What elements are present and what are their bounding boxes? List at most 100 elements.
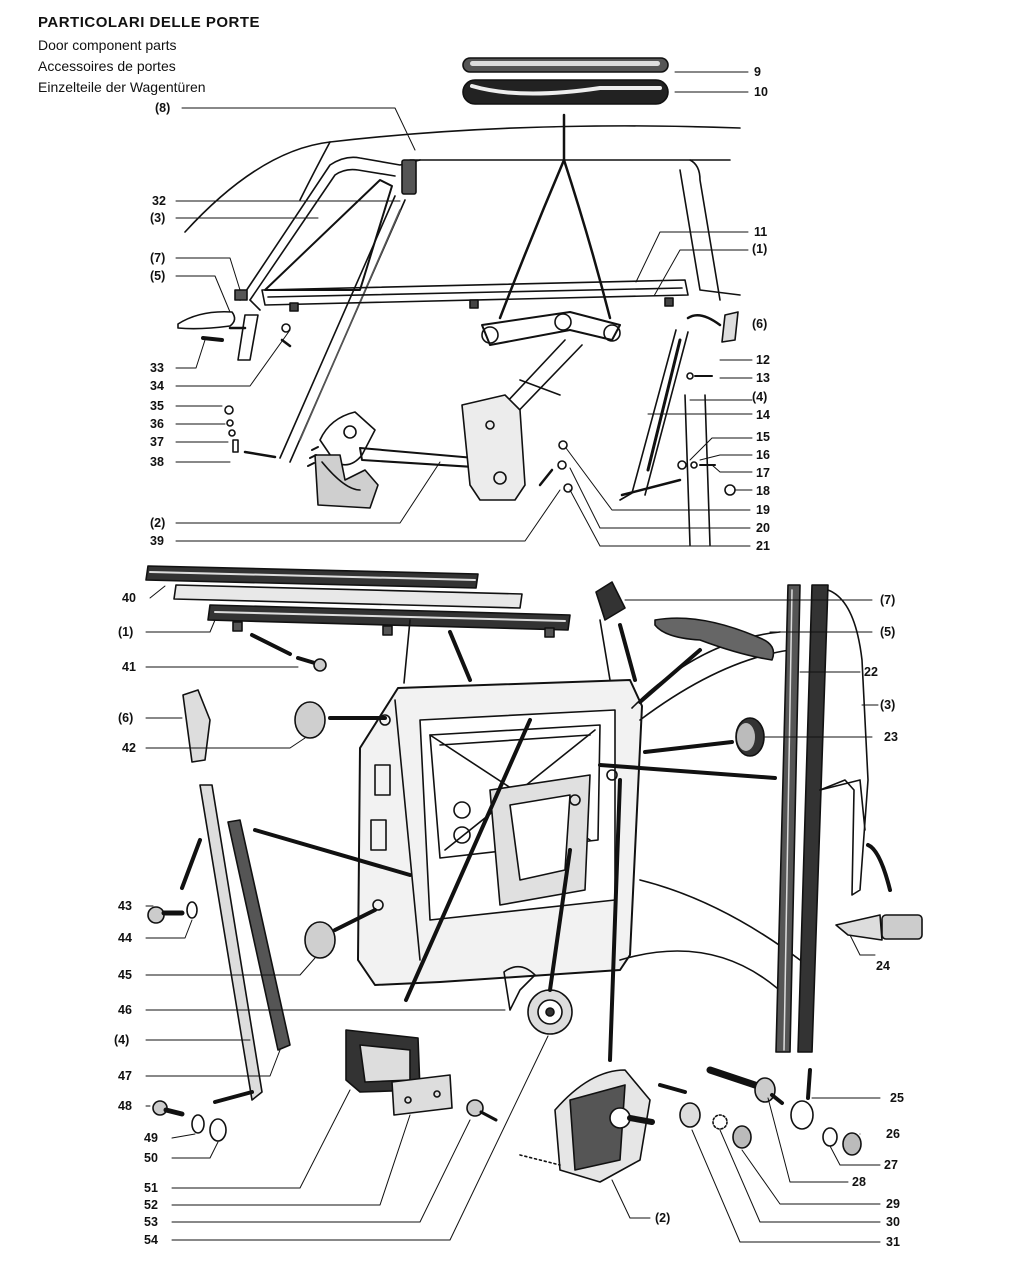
part-washer-30 [712, 1114, 728, 1130]
part-washer-27 [822, 1127, 838, 1147]
part-window-frame-3 [239, 156, 421, 311]
part-pad-7 [234, 289, 248, 301]
part-pin-24 [835, 914, 923, 941]
callout-1-bottom: (1) [118, 625, 134, 639]
callout-5-top: (5) [150, 269, 166, 283]
part-belt-strip-11 [261, 279, 689, 312]
callout-41: 41 [122, 660, 136, 674]
part-run-channel-22 [775, 584, 801, 1053]
catalog-subtitle-fr: Accessoires de portes [38, 58, 176, 74]
part-plug-42 [294, 701, 326, 739]
part-nut-29 [732, 1125, 752, 1149]
part-belt-strip-1 [207, 604, 571, 638]
part-plug-23 [735, 717, 765, 757]
callout-24: 24 [876, 959, 890, 973]
callout-8: (8) [155, 101, 171, 115]
callout-23: 23 [884, 730, 898, 744]
part-screw-53 [466, 1099, 498, 1122]
arrows-top-assembly [228, 113, 722, 497]
callout-19: 19 [756, 503, 770, 517]
part-handle-escutcheon-5 [177, 310, 236, 330]
callout-3-bottom: (3) [880, 698, 896, 712]
callout-14: 14 [756, 408, 770, 422]
arrows-bottom-assembly [180, 623, 892, 1104]
callout-11: 11 [754, 225, 768, 239]
part-top-strip-10 [462, 79, 669, 105]
callout-35: 35 [150, 399, 164, 413]
callout-33: 33 [150, 361, 164, 375]
part-nut-26 [842, 1132, 862, 1156]
callout-6-top: (6) [752, 317, 768, 331]
car-body-outline-top [184, 125, 741, 546]
callout-5-bottom: (5) [880, 625, 896, 639]
callout-40: 40 [122, 591, 136, 605]
callout-51: 51 [144, 1181, 158, 1195]
callout-52: 52 [144, 1198, 158, 1212]
callout-45: 45 [118, 968, 132, 982]
part-bolt-43 [147, 906, 185, 924]
part-pulley-54 [527, 989, 573, 1035]
part-channel-4-top [619, 329, 689, 501]
callout-48: 48 [118, 1099, 132, 1113]
part-bracket-51 [345, 1029, 421, 1093]
callout-12: 12 [756, 353, 770, 367]
callout-20: 20 [756, 521, 770, 535]
catalog-subtitle-de: Einzelteile der Wagentüren [38, 79, 206, 95]
callout-13: 13 [756, 371, 770, 385]
page-header: PARTICOLARI DELLE PORTE Door component p… [38, 14, 260, 98]
callout-39: 39 [150, 534, 164, 548]
callout-34: 34 [150, 379, 164, 393]
callout-4-bottom: (4) [114, 1033, 130, 1047]
part-screw-41 [296, 656, 327, 672]
callout-6-bottom: (6) [118, 711, 134, 725]
part-washer-44 [186, 901, 198, 919]
callout-49: 49 [144, 1131, 158, 1145]
part-armrest-5 [654, 617, 775, 661]
callout-17: 17 [756, 466, 770, 480]
callout-43: 43 [118, 899, 132, 913]
part-top-strip-9 [462, 57, 669, 73]
callout-15: 15 [756, 430, 770, 444]
part-regulator-mount-plate [461, 394, 526, 501]
callout-16: 16 [756, 448, 770, 462]
callout-36: 36 [150, 417, 164, 431]
part-bolt-28 [706, 1066, 784, 1105]
part-plug-45 [304, 921, 336, 959]
car-body-interior-right [619, 631, 801, 1001]
fasteners-35-38 [224, 405, 239, 453]
callout-22: 22 [864, 665, 878, 679]
part-washer-31 [679, 1102, 701, 1128]
callout-28: 28 [852, 1175, 866, 1189]
part-pin-33 [201, 336, 224, 342]
callout-50: 50 [144, 1151, 158, 1165]
part-8-bracket [401, 159, 417, 195]
callout-7-bottom: (7) [880, 593, 896, 607]
callout-42: 42 [122, 741, 136, 755]
callout-18: 18 [756, 484, 770, 498]
callout-10: 10 [754, 85, 768, 99]
callout-1-top: (1) [752, 242, 768, 256]
callout-4-top: (4) [752, 390, 768, 404]
callout-30: 30 [886, 1215, 900, 1229]
part-clip-46 [503, 965, 536, 1011]
part-inner-belt-strip [173, 584, 523, 609]
part-washer-49 [191, 1114, 205, 1134]
callout-53: 53 [144, 1215, 158, 1229]
callout-leader-lines [145, 71, 881, 1243]
callout-27: 27 [884, 1158, 898, 1172]
callout-46: 46 [118, 1003, 132, 1017]
callout-7-top: (7) [150, 251, 166, 265]
callout-9: 9 [754, 65, 761, 79]
part-bumper-7 [595, 581, 626, 621]
part-channel-4-bottom [199, 784, 291, 1101]
door-inner-panel [357, 619, 643, 986]
callout-37: 37 [150, 435, 164, 449]
part-plate-52 [391, 1074, 453, 1116]
callout-44: 44 [118, 931, 132, 945]
catalog-title-it: PARTICOLARI DELLE PORTE [38, 14, 261, 31]
callout-47: 47 [118, 1069, 132, 1083]
callout-26: 26 [886, 1127, 900, 1141]
part-front-channel [279, 195, 406, 463]
callout-54: 54 [144, 1233, 158, 1247]
